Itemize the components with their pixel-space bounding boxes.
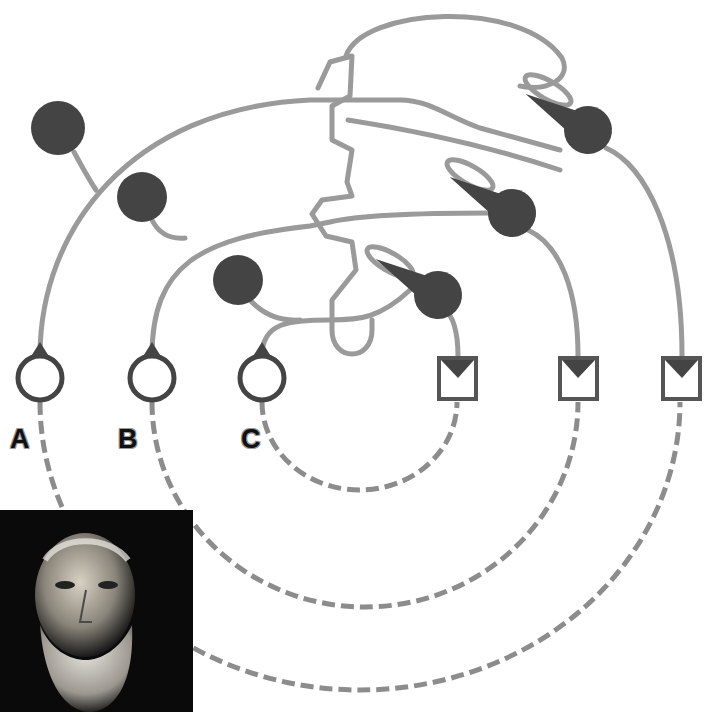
effector [663,358,700,399]
part-letter: C [241,426,261,453]
motor-fibre [606,148,682,356]
interneuron-fibre [348,120,560,170]
sensory-fibre-b [152,213,490,356]
cell-body [213,255,263,305]
cell-body [31,101,85,155]
motor-fibre [528,230,578,356]
portrait-photo [0,510,193,712]
receptor [130,342,174,400]
cord-outline [312,56,372,354]
motor-fibre [446,312,458,356]
motor-cell [514,73,621,163]
inner-dashed-arc [262,402,457,490]
receptors [18,342,284,400]
cell-stalk [74,152,96,190]
sensory-fibre-a [40,100,560,356]
cell-stalk [250,300,300,320]
receptor [18,342,62,400]
motor-cell [438,156,545,246]
cell-body [117,172,167,222]
part-letter: A [10,426,30,453]
effector [439,358,476,399]
sensory-cells [31,101,263,305]
cell-stalk [152,220,185,238]
motor-cells [364,73,621,328]
neuron-fibres [40,16,682,356]
receptor [240,342,284,400]
motor-cell [364,238,471,328]
middle-dashed-arc [152,402,578,607]
effector [560,358,597,399]
effectors [439,358,700,399]
part-letter: B [118,426,138,453]
